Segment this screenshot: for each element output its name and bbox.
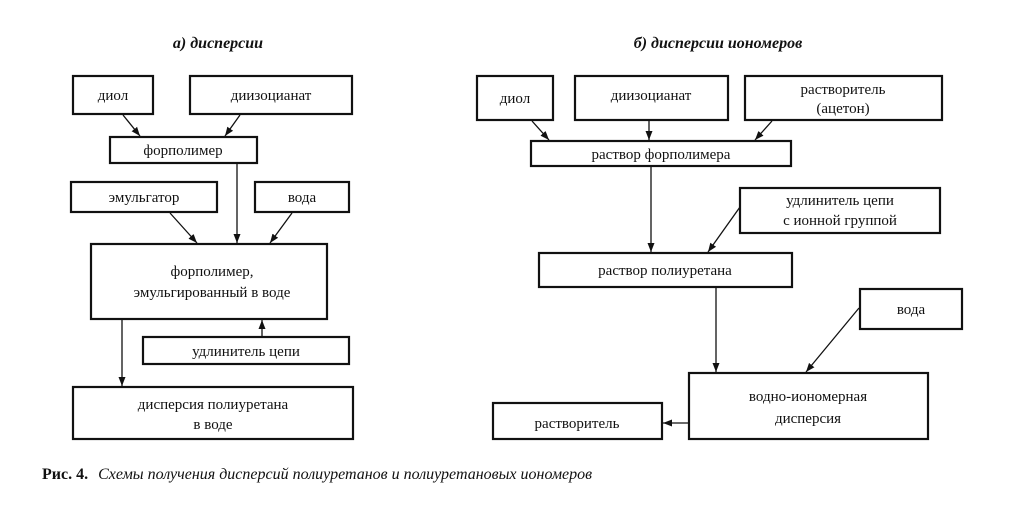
node-a-pu-dispersion: дисперсия полиуретана в воде (71, 385, 355, 441)
panel-b: б) дисперсии иономеров диол диизоцианат … (475, 35, 964, 441)
panel-b-title: б) дисперсии иономеров (634, 35, 803, 52)
node-b-water: вода (858, 287, 964, 331)
node-a-emulsified-prepolymer: форполимер, эмульгированный в воде (89, 242, 329, 321)
svg-text:вода: вода (288, 190, 317, 206)
svg-text:дисперсия полиуретана: дисперсия полиуретана (138, 397, 289, 413)
svg-text:эмульгатор: эмульгатор (109, 190, 180, 206)
svg-text:растворитель: растворитель (535, 416, 620, 432)
svg-text:растворитель: растворитель (801, 82, 886, 98)
node-b-pu-solution: раствор полиуретана (537, 251, 794, 289)
arrow-b-diol-prepolymer-solution (531, 120, 550, 141)
node-a-chain-extender: удлинитель цепи (141, 335, 351, 366)
panel-a: а) дисперсии диол диизоцианат форполимер… (69, 35, 355, 441)
svg-text:(ацетон): (ацетон) (816, 101, 869, 117)
svg-text:дисперсия: дисперсия (775, 411, 841, 427)
node-b-ionic-extender: удлинитель цепи с ионной группой (738, 186, 942, 235)
node-a-water: вода (253, 180, 351, 214)
node-a-emulsifier: эмульгатор (69, 180, 219, 214)
node-b-solvent-out: растворитель (491, 401, 664, 441)
svg-text:раствор полиуретана: раствор полиуретана (598, 263, 732, 279)
svg-text:диол: диол (98, 88, 129, 104)
arrow-b-water-dispersion (805, 307, 860, 373)
svg-text:удлинитель цепи: удлинитель цепи (192, 344, 300, 360)
node-b-solvent-acetone: растворитель (ацетон) (743, 74, 944, 122)
svg-text:диол: диол (500, 91, 531, 107)
svg-text:водно-иономерная: водно-иономерная (749, 389, 867, 405)
arrow-a-water-emulsified (269, 212, 293, 244)
figure-caption: Рис. 4. Схемы получения дисперсий полиур… (42, 466, 592, 483)
arrow-b-acetone-prepolymer-solution (754, 120, 773, 141)
caption-label: Рис. 4. (42, 466, 88, 483)
svg-text:эмульгированный в воде: эмульгированный в воде (134, 285, 291, 301)
svg-text:форполимер: форполимер (143, 143, 222, 159)
node-a-diisocyanate: диизоцианат (188, 74, 354, 116)
node-a-diol: диол (71, 74, 155, 116)
node-b-diisocyanate: диизоцианат (573, 74, 730, 122)
node-b-ionomer-dispersion: водно-иономерная дисперсия (687, 371, 930, 441)
svg-text:Рис. 4. Схемы получения: Рис. 4. Схемы получения дисперсий полиур… (42, 466, 592, 483)
svg-text:форполимер,: форполимер, (171, 264, 254, 280)
svg-text:диизоцианат: диизоцианат (611, 88, 692, 104)
svg-text:удлинитель цепи: удлинитель цепи (786, 193, 894, 209)
svg-text:вода: вода (897, 302, 926, 318)
svg-text:с ионной группой: с ионной группой (783, 213, 897, 229)
panel-a-title: а) дисперсии (173, 35, 263, 52)
svg-text:в воде: в воде (193, 417, 233, 433)
node-b-prepolymer-solution: раствор форполимера (529, 139, 793, 168)
svg-text:диизоцианат: диизоцианат (231, 88, 312, 104)
arrow-a-emulsifier-emulsified (169, 212, 198, 244)
node-a-prepolymer: форполимер (108, 135, 259, 165)
node-b-diol: диол (475, 74, 555, 122)
arrow-b-extender-pu-solution (707, 206, 741, 253)
arrow-a-diol-prepolymer (122, 114, 141, 137)
svg-text:раствор форполимера: раствор форполимера (592, 147, 731, 163)
caption-text: Схемы получения дисперсий полиуретанов и… (98, 466, 592, 483)
arrow-a-diisocyanate-prepolymer (224, 114, 241, 137)
